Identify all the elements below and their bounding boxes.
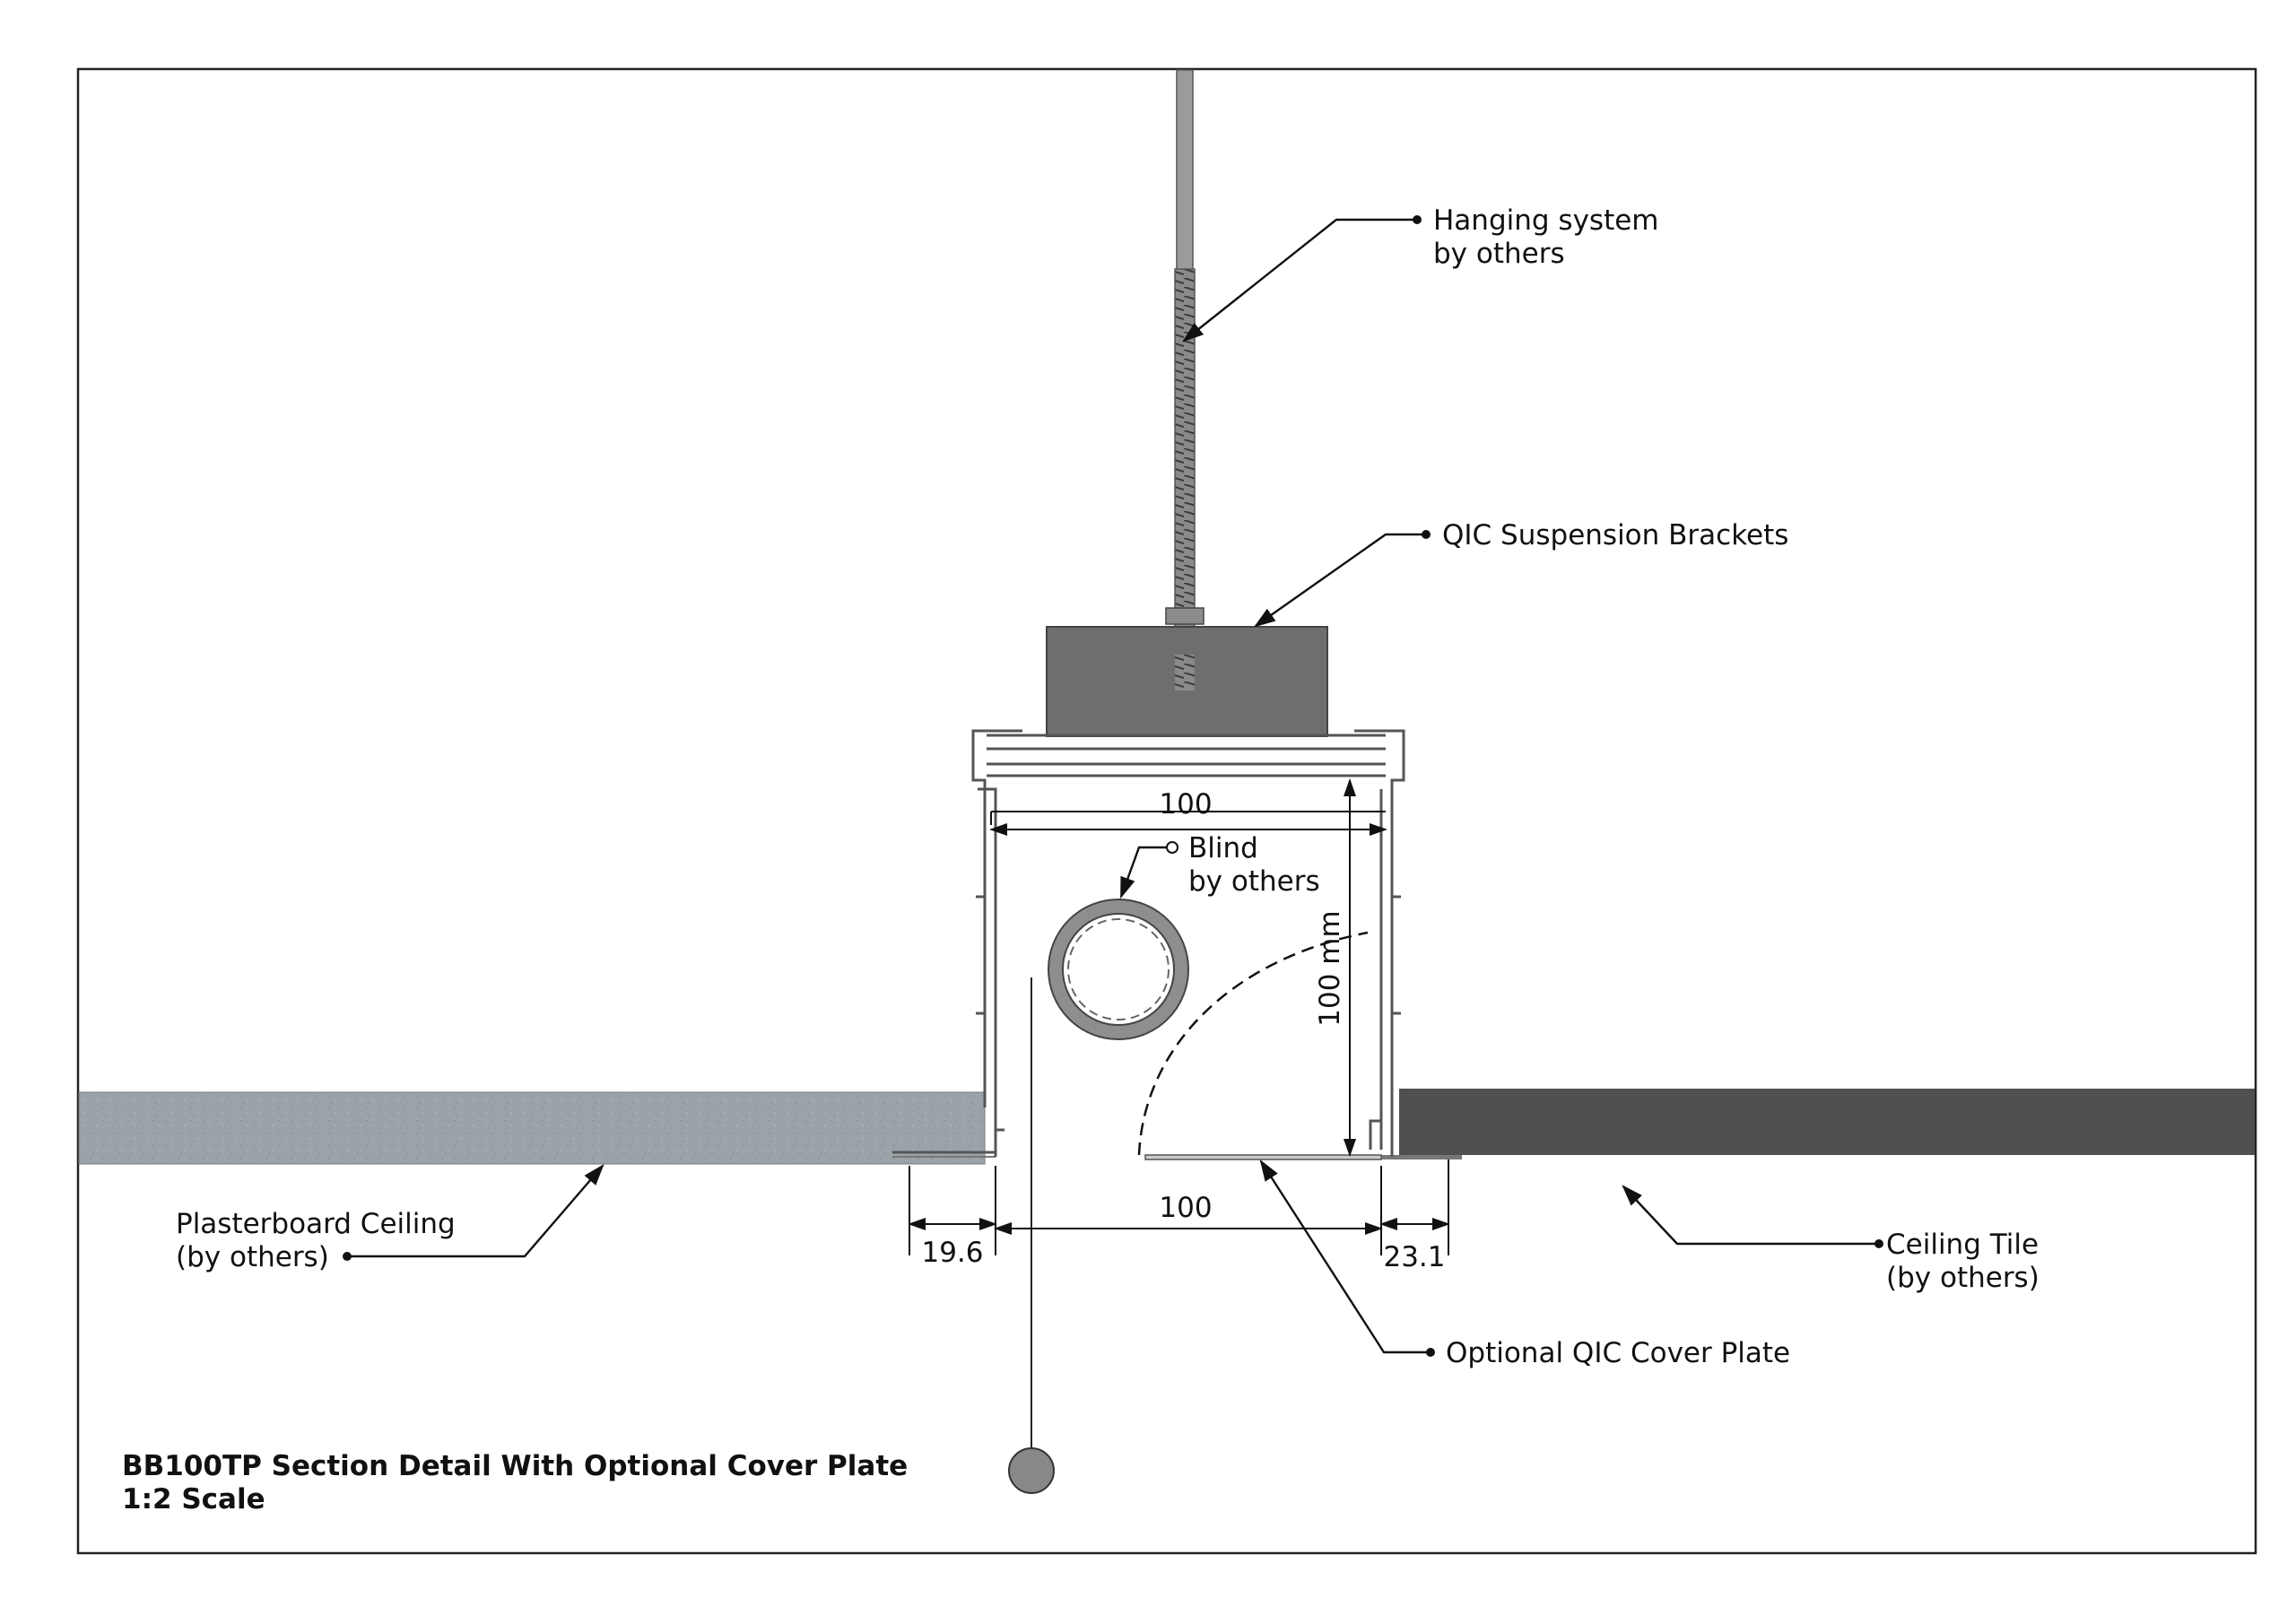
dimension-pocket-height-value: 100 mm	[1314, 910, 1346, 1026]
dimension-left-flange-value: 19.6	[921, 1237, 983, 1269]
leader-hanging-system	[1182, 215, 1422, 343]
blind-weight	[1008, 1447, 1055, 1494]
suspension-bracket	[1046, 626, 1328, 737]
dimension-right-flange-value: 23.1	[1383, 1241, 1445, 1273]
dimension-pocket-width-value: 100	[1159, 788, 1212, 821]
drawing-title: BB100TP Section Detail With Optional Cov…	[122, 1450, 908, 1482]
leader-ceiling-tile	[1622, 1185, 1883, 1248]
leader-blind	[1119, 841, 1178, 899]
callout-plasterboard-line2: (by others)	[176, 1241, 329, 1273]
dimension-opening-width	[908, 1159, 1450, 1255]
callout-hanging-system-line1: Hanging system	[1433, 204, 1659, 237]
callout-hanging-system-line2: by others	[1433, 238, 1565, 270]
drawing-frame	[76, 67, 2257, 1555]
callout-blind-line1: Blind	[1188, 832, 1258, 864]
callout-suspension-brackets: QIC Suspension Brackets	[1442, 519, 1788, 551]
leader-plasterboard	[343, 1164, 604, 1261]
ceiling-tile	[1381, 1089, 2255, 1159]
threaded-rod	[1165, 69, 1205, 656]
callout-plasterboard-line1: Plasterboard Ceiling	[176, 1208, 456, 1240]
dimension-pocket-width	[989, 811, 1387, 836]
drawing-scale: 1:2 Scale	[122, 1483, 265, 1515]
pocket-profile	[971, 729, 1405, 1157]
dimension-opening-width-value: 100	[1159, 1192, 1212, 1224]
cover-plate	[1144, 1154, 1382, 1160]
leader-suspension-brackets	[1254, 530, 1431, 628]
callout-blind-line2: by others	[1188, 865, 1320, 898]
callout-cover-plate: Optional QIC Cover Plate	[1446, 1337, 1790, 1369]
blind-roller	[1048, 899, 1189, 1040]
callout-ceiling-tile-line2: (by others)	[1886, 1262, 2039, 1294]
leader-cover-plate	[1259, 1159, 1435, 1357]
cover-plate-swing-arc	[1137, 931, 1369, 1156]
plasterboard-ceiling	[78, 1091, 996, 1165]
callout-ceiling-tile-line1: Ceiling Tile	[1886, 1229, 2039, 1261]
